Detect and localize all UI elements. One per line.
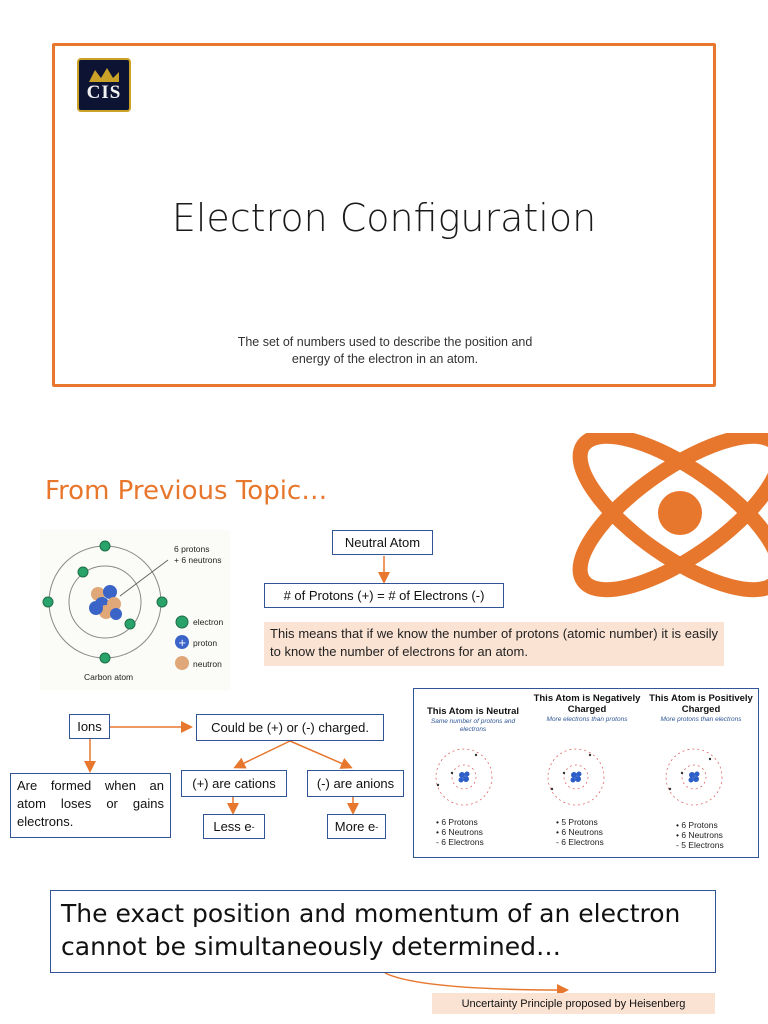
section-heading: From Previous Topic…: [45, 476, 328, 506]
negative-atom-column: This Atom is Negatively Charged More ele…: [532, 693, 642, 724]
charged-atoms-panel: This Atom is Neutral Same number of prot…: [413, 688, 759, 858]
atomic-number-note: This means that if we know the number of…: [264, 622, 724, 666]
carbon-atom-diagram: +: [42, 540, 189, 670]
legend-proton: proton: [193, 638, 218, 648]
legend-neutron: neutron: [193, 659, 222, 669]
positive-atom-counts: • 6 Protons • 6 Neutrons - 5 Electrons: [676, 820, 724, 850]
neutrons-label: + 6 neutrons: [174, 555, 222, 565]
ions-formed-box: Are formed when an atom loses or gains e…: [10, 773, 171, 838]
equality-box: # of Protons (+) = # of Electrons (-): [264, 583, 504, 608]
neutral-atom-column: This Atom is Neutral Same number of prot…: [418, 706, 528, 734]
negative-column-title: This Atom is Negatively Charged: [533, 693, 641, 715]
subtitle-line-2: energy of the electron in an atom.: [291, 352, 479, 366]
neutral-atom-counts: • 6 Protons • 6 Neutrons - 6 Electrons: [436, 817, 484, 847]
positive-protons: • 6 Protons: [676, 820, 718, 830]
less-electrons-box: Less e-: [203, 814, 265, 839]
negative-atom-counts: • 5 Protons • 6 Neutrons - 6 Electrons: [556, 817, 604, 847]
more-electrons-label: More e: [334, 819, 376, 834]
slide-title: Electron Configuration: [171, 196, 597, 240]
less-electrons-label: Less e: [213, 819, 252, 834]
neutral-neutrons: • 6 Neutrons: [436, 827, 483, 837]
positive-neutrons: • 6 Neutrons: [676, 830, 723, 840]
cations-box: (+) are cations: [181, 770, 287, 797]
ions-box: Ions: [69, 714, 110, 739]
crest-icon: [89, 68, 119, 82]
more-electrons-box: More e-: [327, 814, 386, 839]
more-electrons-sup: -: [375, 821, 379, 832]
subtitle-line-1: The set of numbers used to describe the …: [237, 335, 533, 349]
could-be-charged-box: Could be (+) or (-) charged.: [196, 714, 384, 741]
neutral-protons: • 6 Protons: [436, 817, 478, 827]
negative-column-sub: More electrons than protons: [546, 716, 628, 723]
anions-box: (-) are anions: [307, 770, 404, 797]
positive-column-sub: More protons than electrons: [660, 716, 742, 723]
legend-electron: electron: [193, 617, 224, 627]
negative-protons: • 5 Protons: [556, 817, 598, 827]
negative-neutrons: • 6 Neutrons: [556, 827, 603, 837]
neutral-column-title: This Atom is Neutral: [426, 706, 520, 717]
neutral-electrons: - 6 Electrons: [436, 837, 484, 847]
less-electrons-sup: -: [251, 821, 255, 832]
svg-text:+: +: [178, 638, 186, 649]
positive-atom-column: This Atom is Positively Charged More pro…: [646, 693, 756, 724]
atom-icon: [572, 433, 768, 598]
logo-text: CIS: [86, 82, 122, 103]
uncertainty-statement: The exact position and momentum of an el…: [50, 890, 716, 973]
slide-subtitle: The set of numbers used to describe the …: [205, 334, 565, 368]
neutral-column-sub: Same number of protons and electrons: [430, 718, 516, 733]
charged-atom-diagrams: [435, 748, 723, 806]
uncertainty-principle-label: Uncertainty Principle proposed by Heisen…: [432, 993, 715, 1014]
carbon-atom-figure: + 6 protons + 6 neutrons electron proton…: [40, 530, 230, 690]
title-slide: CIS Electron Configuration The set of nu…: [52, 43, 716, 387]
carbon-caption: Carbon atom: [84, 672, 134, 682]
negative-electrons: - 6 Electrons: [556, 837, 604, 847]
positive-electrons: - 5 Electrons: [676, 840, 724, 850]
protons-label: 6 protons: [174, 544, 210, 554]
school-logo: CIS: [77, 58, 131, 112]
positive-column-title: This Atom is Positively Charged: [649, 693, 753, 715]
neutral-atom-box: Neutral Atom: [332, 530, 433, 555]
